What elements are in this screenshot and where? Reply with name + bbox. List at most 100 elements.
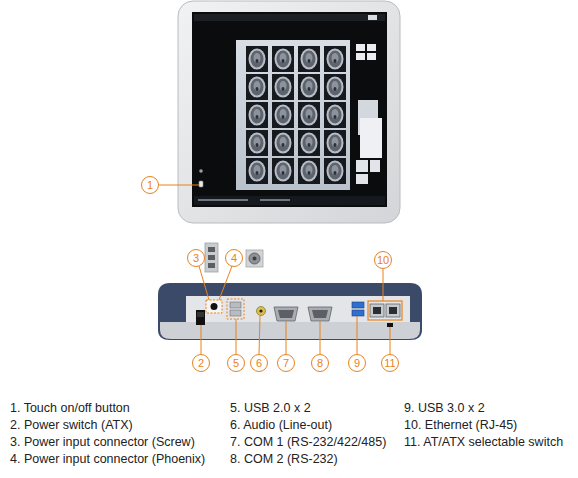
connector-insets [205, 243, 263, 272]
scan-image [246, 102, 268, 128]
callout-number: 1 [140, 177, 160, 193]
panel-tile [356, 160, 368, 172]
screen [192, 12, 387, 207]
scan-image [298, 158, 320, 184]
audio-hole [259, 309, 262, 312]
ethernet-socket [389, 307, 397, 314]
phoenix-connector [246, 250, 263, 267]
scan-image [272, 130, 294, 156]
scan-image [272, 158, 294, 184]
scan-image [272, 102, 294, 128]
callout-number: 11 [380, 355, 400, 371]
callout-number: 10 [373, 252, 393, 268]
com2-port [308, 307, 332, 321]
callout-number: 7 [276, 355, 296, 371]
screw-terminal [208, 247, 215, 252]
com2-pins [312, 310, 328, 318]
panel-tile [367, 53, 376, 60]
audio-jack [257, 307, 266, 316]
leader-line [159, 185, 200, 186]
leader-line [259, 316, 260, 355]
scan-image [298, 74, 320, 100]
image-viewer [236, 40, 350, 190]
scan-image [298, 130, 320, 156]
leader-line [357, 316, 358, 355]
power-connector [206, 300, 222, 313]
leader-line [219, 266, 232, 300]
scan-image [298, 102, 320, 128]
leader-lines [159, 185, 391, 355]
usb3-port [352, 310, 364, 316]
ethernet-port [370, 304, 384, 317]
usb2-port [230, 310, 241, 316]
leader-line [320, 321, 321, 355]
part-name: 10. Ethernet (RJ-45) [404, 418, 517, 433]
status-text [260, 199, 290, 201]
io-plate [186, 296, 410, 322]
usb3-port [352, 302, 364, 308]
phoenix-socket [249, 253, 260, 264]
callout-number: 8 [310, 355, 330, 371]
usb2-highlight [227, 299, 244, 319]
callout-number: 5 [226, 355, 246, 371]
scan-image [246, 46, 268, 72]
screw-terminal [208, 263, 215, 268]
chassis [158, 283, 422, 340]
scan-image [246, 158, 268, 184]
ethernet-highlight [368, 301, 402, 320]
screw-connector [205, 243, 218, 272]
panel-tile [356, 44, 365, 51]
scan-image [298, 46, 320, 72]
panel-tile [360, 118, 382, 158]
ethernet-socket [373, 307, 381, 314]
scan-image [272, 46, 294, 72]
callout-number: 9 [347, 355, 367, 371]
leader-line [236, 319, 237, 355]
scan-image [324, 130, 346, 156]
leader-line [199, 266, 209, 300]
panel-pc-front [178, 1, 400, 223]
leader-line [201, 325, 202, 355]
scan-image [324, 46, 346, 72]
callout-number: 4 [224, 250, 244, 266]
ethernet-port [386, 304, 400, 317]
panel-tile [356, 174, 368, 184]
callout-number: 6 [249, 355, 269, 371]
toolbar-icon [368, 15, 377, 20]
scan-image [324, 74, 346, 100]
scan-image [246, 74, 268, 100]
touch-button [199, 181, 203, 187]
part-name: 9. USB 3.0 x 2 [404, 401, 485, 416]
part-name: 8. COM 2 (RS-232) [230, 452, 338, 467]
callout-circles [142, 177, 399, 372]
at-atx-switch [387, 323, 393, 327]
power-switch [196, 310, 205, 325]
part-name: 7. COM 1 (RS-232/422/485) [230, 435, 386, 450]
scan-thumbnails [246, 46, 346, 184]
leader-line [390, 327, 391, 355]
status-text [198, 199, 248, 201]
status-bar [194, 196, 385, 205]
com1-pins [278, 310, 294, 318]
phoenix-pin [253, 257, 257, 261]
part-name: 5. USB 2.0 x 2 [230, 401, 311, 416]
power-switch-rocker [197, 312, 204, 317]
panel-tile [356, 53, 365, 60]
panel-tile [370, 160, 380, 172]
part-name: 1. Touch on/off button [10, 401, 130, 416]
com1-port [274, 307, 298, 321]
callout-number: 3 [186, 250, 206, 266]
usb2-port [230, 302, 241, 308]
screw-terminal [208, 255, 215, 260]
part-name: 2. Power switch (ATX) [10, 418, 133, 433]
scan-image [246, 130, 268, 156]
toolbar [194, 14, 385, 21]
scan-image [324, 158, 346, 184]
part-name: 6. Audio (Line-out) [230, 418, 332, 433]
panel-tile [367, 44, 376, 51]
part-name: 11. AT/ATX selectable switch [404, 435, 563, 450]
bezel [178, 1, 400, 223]
indicator [199, 169, 203, 173]
